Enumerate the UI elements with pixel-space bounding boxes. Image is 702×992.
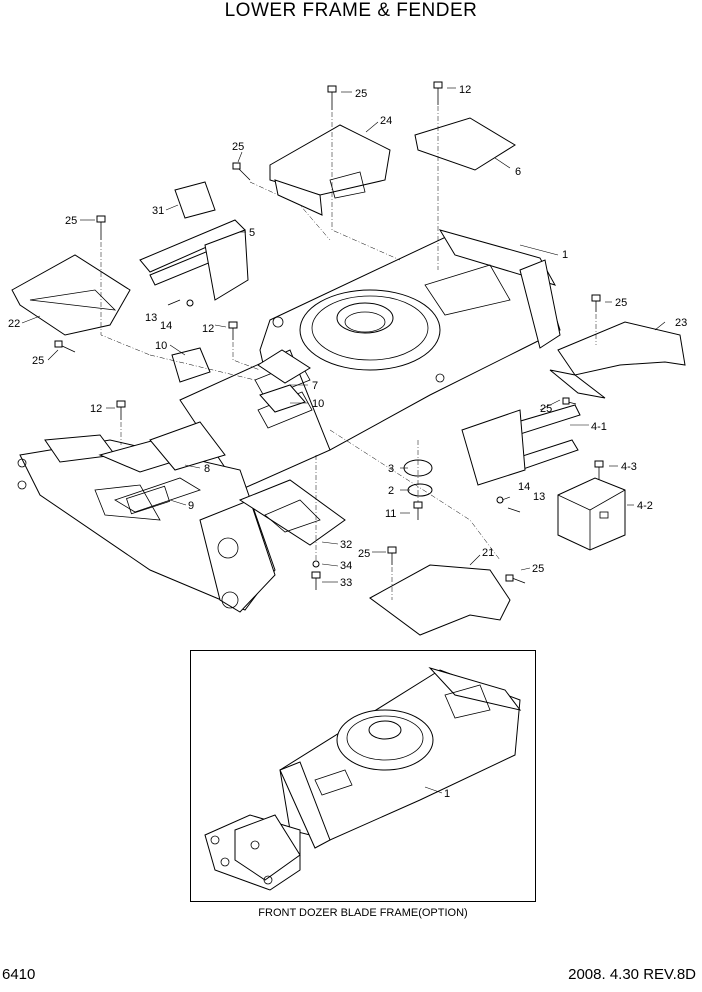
page-code: 6410 bbox=[2, 966, 36, 983]
callout-2: 2 bbox=[388, 485, 394, 497]
callout-25: 25 bbox=[232, 141, 244, 153]
fender-22 bbox=[11, 254, 131, 336]
cover-plate-6 bbox=[414, 117, 516, 171]
callout-14: 14 bbox=[160, 320, 172, 332]
bolts bbox=[54, 81, 604, 590]
callout-9: 9 bbox=[188, 500, 194, 512]
callout-25: 25 bbox=[32, 355, 44, 367]
fender-21 bbox=[369, 564, 511, 636]
callout-3: 3 bbox=[388, 463, 394, 475]
callout-4-2: 4-2 bbox=[637, 500, 653, 512]
callout-21: 21 bbox=[482, 547, 494, 559]
callout-25: 25 bbox=[65, 215, 77, 227]
bracket-32 bbox=[238, 479, 346, 546]
callout-10: 10 bbox=[155, 340, 167, 352]
revision-date: 2008. 4.30 REV.8D bbox=[568, 966, 696, 983]
tool-box-4-2 bbox=[557, 477, 626, 551]
inset-callout-1: 1 bbox=[444, 788, 450, 800]
callout-12: 12 bbox=[459, 84, 471, 96]
callout-10: 10 bbox=[312, 398, 324, 410]
callout-25: 25 bbox=[532, 563, 544, 575]
front-frame bbox=[17, 421, 276, 613]
callout-12: 12 bbox=[202, 323, 214, 335]
callout-6: 6 bbox=[515, 166, 521, 178]
leader-lines bbox=[21, 87, 666, 583]
fender-24 bbox=[269, 124, 391, 216]
callout-13: 13 bbox=[533, 491, 545, 503]
callout-25: 25 bbox=[615, 297, 627, 309]
inset-frame-border bbox=[190, 650, 536, 902]
inset-caption: FRONT DOZER BLADE FRAME(OPTION) bbox=[258, 907, 468, 919]
callout-4-1: 4-1 bbox=[591, 421, 607, 433]
callout-4-3: 4-3 bbox=[621, 461, 637, 473]
callout-25: 25 bbox=[355, 88, 367, 100]
callout-33: 33 bbox=[340, 577, 352, 589]
callout-24: 24 bbox=[380, 115, 392, 127]
step-4-1 bbox=[461, 404, 581, 486]
callout-11: 11 bbox=[385, 508, 396, 520]
callout-13: 13 bbox=[145, 312, 157, 324]
callout-31: 31 bbox=[152, 205, 164, 217]
callout-8: 8 bbox=[204, 463, 210, 475]
fender-23 bbox=[549, 321, 686, 399]
callout-25: 25 bbox=[358, 548, 370, 560]
callout-34: 34 bbox=[340, 560, 352, 572]
callout-23: 23 bbox=[675, 317, 687, 329]
inset-dozer-frame: 1 bbox=[204, 667, 522, 891]
callout-labels: 25 12 24 25 6 31 25 5 1 25 22 13 14 12 2… bbox=[8, 84, 687, 589]
callout-5: 5 bbox=[249, 227, 255, 239]
assembly-lines bbox=[100, 106, 597, 600]
small-covers bbox=[171, 347, 433, 497]
page-title: LOWER FRAME & FENDER bbox=[224, 0, 478, 21]
callout-22: 22 bbox=[8, 318, 20, 330]
callout-14: 14 bbox=[518, 481, 530, 493]
step-5 bbox=[139, 181, 249, 301]
callout-1: 1 bbox=[562, 249, 568, 261]
callout-25: 25 bbox=[540, 403, 552, 415]
callout-32: 32 bbox=[340, 539, 352, 551]
callout-7: 7 bbox=[312, 380, 318, 392]
callout-12: 12 bbox=[90, 403, 102, 415]
